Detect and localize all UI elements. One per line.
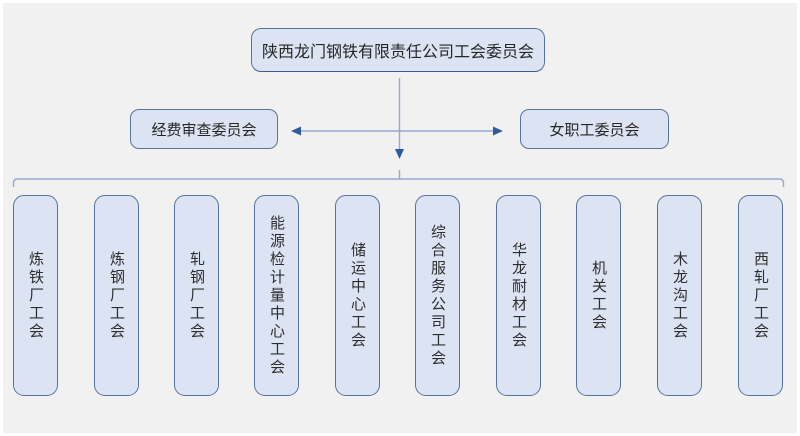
org-node-branch-10: 西轧厂工会 — [738, 195, 783, 396]
org-node-branch-4: 能源检计量中心工会 — [254, 195, 299, 396]
committee-label: 女职工委员会 — [549, 121, 640, 139]
org-node-root: 陕西龙门钢铁有限责任公司工会委员会 — [251, 28, 545, 72]
org-node-branch-3: 轧钢厂工会 — [174, 195, 219, 396]
branch-label: 能源检计量中心工会 — [268, 214, 285, 377]
branch-label: 综合服务公司工会 — [429, 223, 446, 368]
branch-label: 木龙沟工会 — [671, 250, 688, 341]
org-node-branch-8: 机关工会 — [576, 195, 621, 396]
org-node-branch-2: 炼钢厂工会 — [94, 195, 139, 396]
branch-label: 炼钢厂工会 — [108, 250, 125, 341]
org-node-women-workers-committee: 女职工委员会 — [520, 109, 669, 149]
branch-label: 轧钢厂工会 — [188, 250, 205, 341]
org-node-branch-6: 综合服务公司工会 — [415, 195, 460, 396]
org-node-branch-1: 炼铁厂工会 — [13, 195, 58, 396]
branch-label: 华龙耐材工会 — [510, 241, 527, 350]
committee-label: 经费审查委员会 — [151, 121, 257, 139]
branch-label: 机关工会 — [590, 259, 607, 332]
org-node-branch-5: 储运中心工会 — [335, 195, 380, 396]
branch-label: 炼铁厂工会 — [27, 250, 44, 341]
org-node-funds-review-committee: 经费审查委员会 — [130, 109, 278, 149]
branch-label: 储运中心工会 — [349, 241, 366, 350]
org-node-branch-7: 华龙耐材工会 — [496, 195, 541, 396]
org-node-branch-9: 木龙沟工会 — [657, 195, 702, 396]
root-title: 陕西龙门钢铁有限责任公司工会委员会 — [261, 44, 534, 61]
branch-label: 西轧厂工会 — [752, 250, 769, 341]
